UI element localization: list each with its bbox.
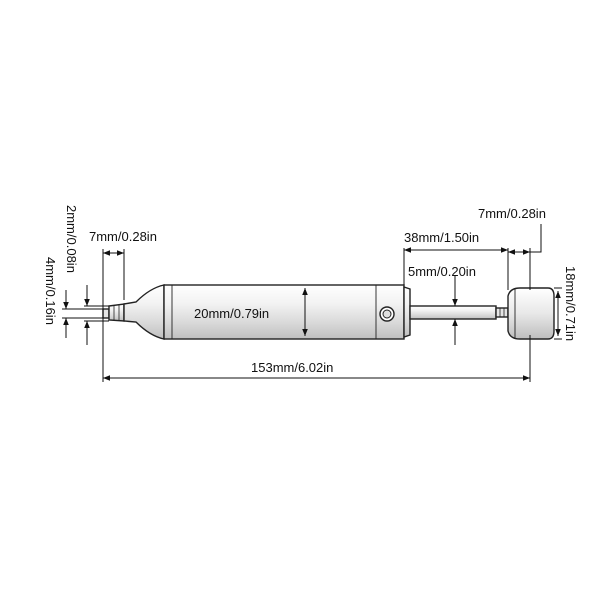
main-body [163,284,405,340]
shaft-end [495,307,509,318]
tip-collar [108,303,125,322]
label-tip-small-dia: 2mm/0.08in [64,205,79,273]
tip-needle [102,308,110,319]
front-cone [123,284,165,340]
label-shaft-dia: 5mm/0.20in [408,264,476,279]
shaft [409,305,497,320]
label-overall-length: 153mm/6.02in [251,360,333,375]
label-cap-length: 7mm/0.28in [478,206,546,221]
label-tip-length: 7mm/0.28in [89,229,157,244]
label-body-dia: 20mm/0.79in [194,306,269,321]
label-shaft-length: 38mm/1.50in [404,230,479,245]
dimension-lines [62,224,562,382]
end-cap [507,287,555,340]
tool-outline [102,284,555,340]
label-cap-dia: 18mm/0.71in [563,266,578,341]
label-tip-large-dia: 4mm/0.16in [43,257,58,325]
